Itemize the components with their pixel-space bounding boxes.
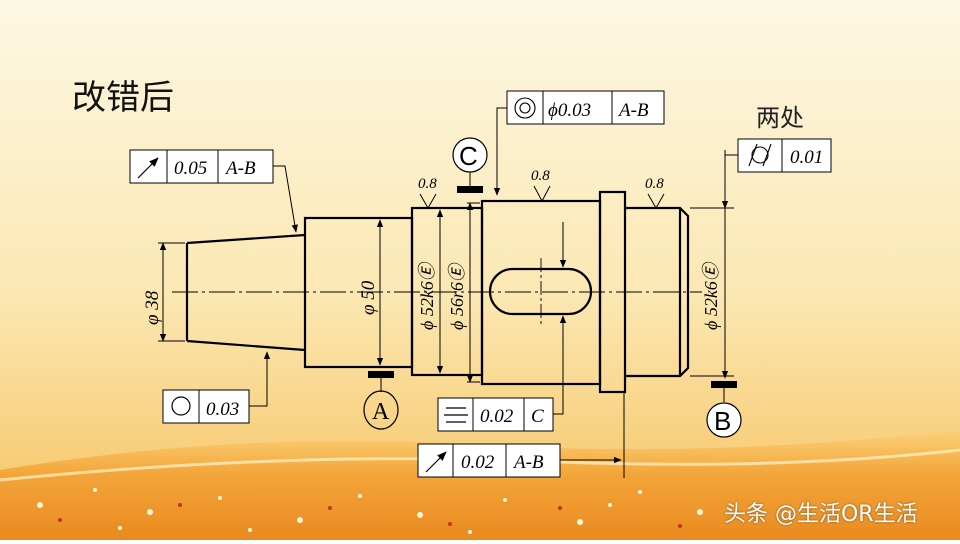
- datum-c: C: [452, 137, 488, 193]
- frame-concentricity: ϕ0.03 A-B: [493, 90, 665, 196]
- roughness-middle: 0.8: [531, 168, 550, 184]
- dimension-lines: [158, 150, 734, 383]
- frame-concentricity-ref: A-B: [617, 100, 649, 121]
- dim-phi-50: φ 50: [358, 280, 379, 315]
- symmetry-icon: [444, 407, 468, 423]
- dim-phi-52-right: ϕ 52k6Ⓔ: [701, 260, 721, 330]
- frame-cylindricity: 0.01: [725, 138, 832, 173]
- datum-a-label: A: [372, 399, 390, 425]
- frame-roundness: 0.03: [162, 351, 271, 424]
- datum-a: A: [363, 371, 399, 430]
- frame-symmetry-tol: 0.02: [480, 406, 514, 427]
- roundness-icon: [171, 396, 191, 416]
- roughness-symbols: [419, 185, 665, 210]
- datum-b: B: [706, 381, 742, 438]
- frame-runout-bottom: 0.02 A-B: [417, 392, 625, 478]
- frame-symmetry: 0.02 C: [437, 222, 567, 432]
- frame-roundness-tol: 0.03: [206, 399, 239, 420]
- watermark: 头条 @生活OR生活: [724, 502, 918, 527]
- frame-runout-left-tol: 0.05: [174, 158, 207, 179]
- frame-runout-left: 0.05 A-B: [129, 149, 298, 233]
- frame-runout-bottom-tol: 0.02: [461, 452, 495, 473]
- frame-symmetry-ref: C: [531, 406, 544, 427]
- ground-wave: [0, 430, 960, 540]
- page-title: 改错后: [72, 78, 174, 118]
- cylindricity-icon: [751, 146, 769, 164]
- frame-cylindricity-tol: 0.01: [790, 147, 823, 168]
- dim-phi-38: φ 38: [142, 290, 163, 325]
- roughness-left: 0.8: [418, 176, 437, 192]
- runout-arrow-icon: [137, 157, 159, 179]
- dim-phi-56: ϕ 56r6Ⓔ: [447, 261, 467, 330]
- frame-concentricity-tol: ϕ0.03: [548, 100, 591, 121]
- red-dots: [58, 503, 682, 528]
- concentricity-icon: [514, 97, 536, 119]
- sparkle-dots: [37, 488, 703, 534]
- datum-c-label: C: [459, 141, 478, 171]
- note-two-places: 两处: [756, 104, 804, 132]
- frame-runout-left-ref: A-B: [224, 158, 256, 179]
- runout-arrow-icon: [425, 451, 447, 473]
- roughness-right: 0.8: [645, 176, 664, 192]
- datum-b-label: B: [714, 406, 731, 436]
- frame-runout-bottom-ref: A-B: [512, 452, 544, 473]
- dim-phi-52-left: ϕ 52k6Ⓔ: [417, 260, 437, 330]
